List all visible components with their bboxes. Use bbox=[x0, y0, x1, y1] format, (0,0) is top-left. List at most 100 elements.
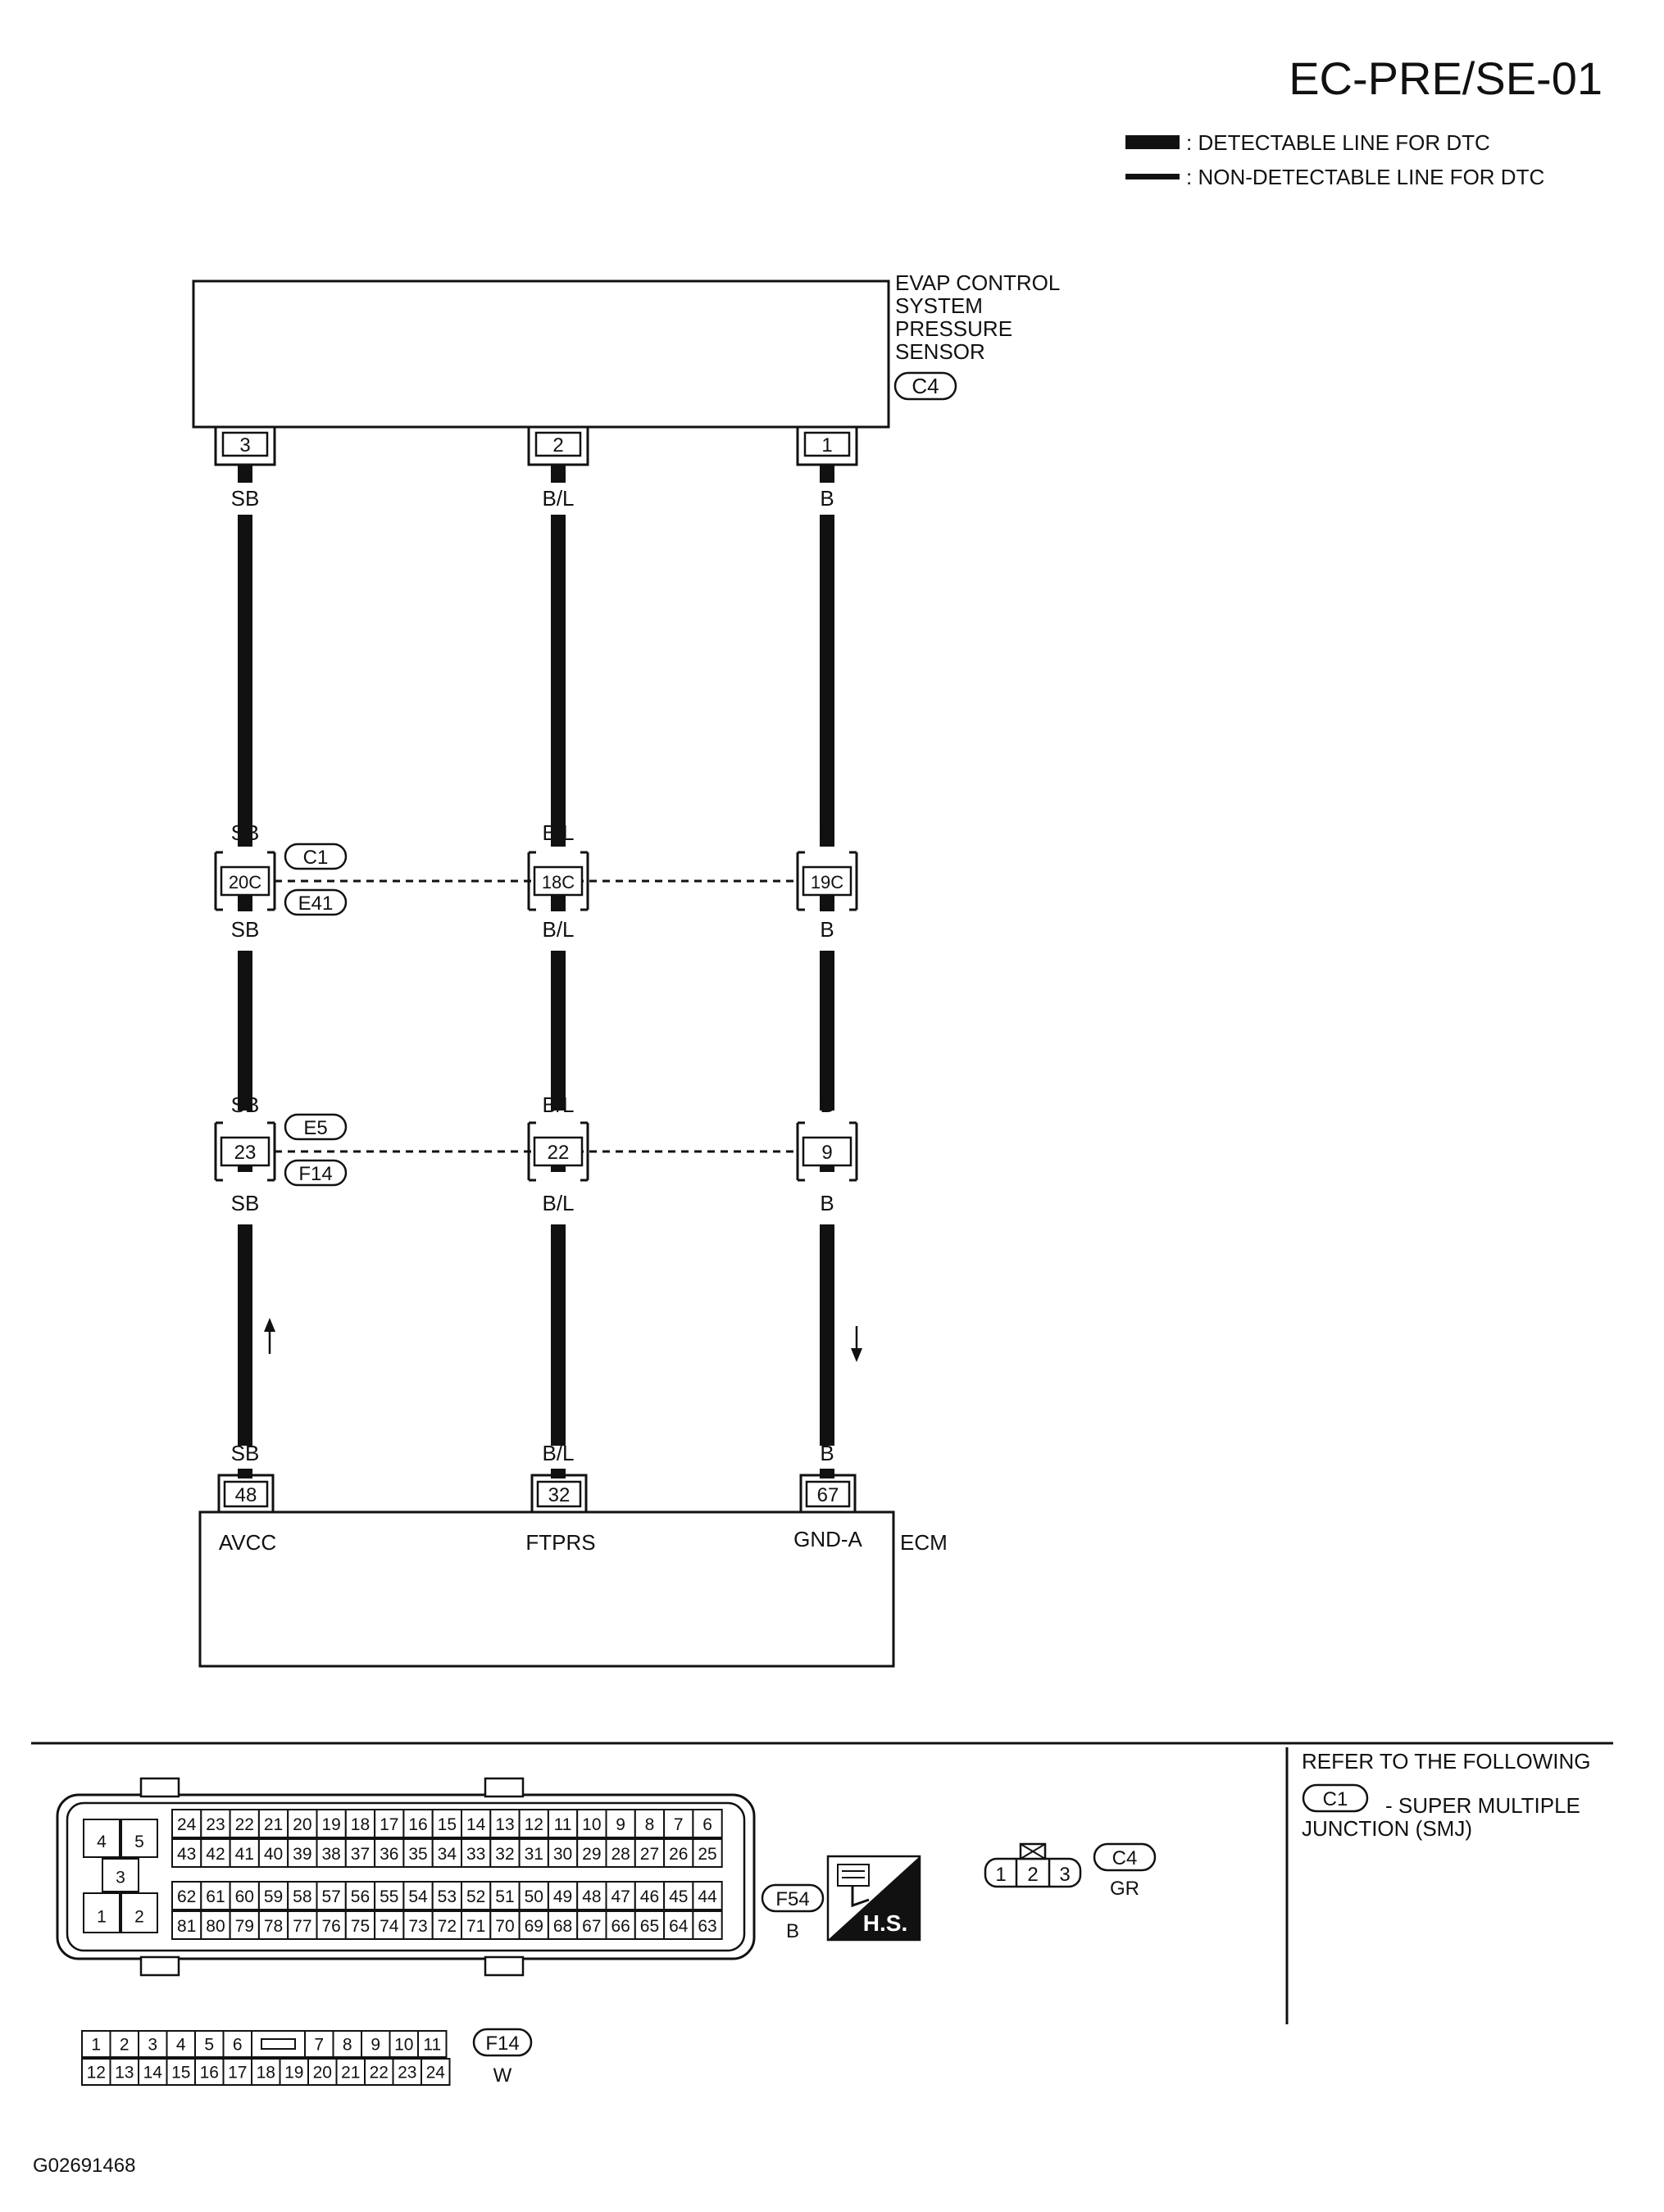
junction-mid-top-code: C1 bbox=[303, 847, 329, 869]
ecm-connector-code-badge bbox=[761, 1883, 825, 1913]
junction-low-bottom-badge bbox=[284, 1159, 348, 1187]
f14-key-slot bbox=[251, 2030, 306, 2058]
refer-panel-heading: REFER TO THE FOLLOWING bbox=[1302, 1749, 1591, 1774]
f14-pin-5: 5 bbox=[204, 2036, 214, 2055]
ecm-pin-71: 71 bbox=[466, 1917, 485, 1936]
f14-pin-24: 24 bbox=[426, 2064, 446, 2083]
ecm-pin-64: 64 bbox=[669, 1917, 689, 1936]
junction-low-pin-bl: 22 bbox=[527, 1121, 589, 1182]
wire-sb-color-4: SB bbox=[231, 1092, 260, 1117]
f14-pin-20: 20 bbox=[313, 2064, 332, 2083]
ecm-pin-11: 11 bbox=[554, 1815, 572, 1834]
wire-b-color-4: B bbox=[820, 1092, 834, 1117]
ecm-pin-32-cell bbox=[489, 1838, 521, 1868]
ecm-pin-21: 21 bbox=[264, 1815, 283, 1834]
ecm-pin-71-cell bbox=[461, 1910, 492, 1940]
f14-pin-11: 11 bbox=[423, 2036, 441, 2055]
ecm-small-pin-4-cell bbox=[83, 1819, 120, 1858]
sensor-name-line-2: SYSTEM bbox=[895, 293, 983, 318]
ecm-pin-46: 46 bbox=[640, 1887, 659, 1906]
ecm-pin-65: 65 bbox=[640, 1917, 659, 1936]
ecm-pin-34: 34 bbox=[438, 1845, 457, 1864]
ecm-connector-face bbox=[56, 1777, 756, 1977]
ecm-pin-44: 44 bbox=[698, 1887, 717, 1906]
junction-low-top-code: E5 bbox=[303, 1117, 327, 1139]
ecm-pin-19-cell bbox=[316, 1809, 347, 1838]
ecm-pin-13: 13 bbox=[495, 1815, 514, 1834]
ecm-pin-67-cell bbox=[576, 1910, 607, 1940]
ecm-pin-72: 72 bbox=[438, 1917, 457, 1936]
ecm-pin-62: 62 bbox=[177, 1887, 196, 1906]
ecm-pin-67-label: 67 bbox=[817, 1484, 839, 1506]
sensor-pin-3: 3 bbox=[214, 427, 276, 466]
ecm-small-pin-2-cell bbox=[120, 1892, 158, 1933]
sensor-connector-code: C4 bbox=[1112, 1847, 1138, 1869]
wire-bl-color-3: B/L bbox=[542, 917, 574, 942]
ecm-label-ftprs: FTPRS bbox=[525, 1530, 595, 1555]
f14-pin-23: 23 bbox=[398, 2064, 416, 2083]
ecm-pin-36: 36 bbox=[380, 1845, 398, 1864]
junction-low-pin-sb: 23 bbox=[214, 1121, 276, 1182]
ecm-pin-24: 24 bbox=[177, 1815, 197, 1834]
ecm-pin-59: 59 bbox=[264, 1887, 283, 1906]
f14-key-slot-inner bbox=[261, 2038, 296, 2050]
ecm-pin-6: 6 bbox=[702, 1815, 712, 1834]
wire-sb-color-3: SB bbox=[231, 917, 260, 942]
ecm-pin-37: 37 bbox=[351, 1845, 370, 1864]
ecm-pin-40: 40 bbox=[264, 1845, 283, 1864]
ecm-label-gnd-a: GND-A bbox=[793, 1527, 862, 1551]
ecm-pin-39-cell bbox=[287, 1838, 318, 1868]
ecm-pin-21-cell bbox=[257, 1809, 289, 1838]
f14-pin-13-cell bbox=[109, 2058, 139, 2086]
wire-b bbox=[820, 465, 834, 1478]
ecm-pin-63-cell bbox=[692, 1910, 723, 1940]
f14-pin-16: 16 bbox=[200, 2064, 219, 2083]
ecm-pin-50: 50 bbox=[525, 1887, 543, 1906]
wire-sb bbox=[238, 465, 252, 1478]
sensor-pin-1-label: 1 bbox=[821, 434, 832, 456]
wire-sb-color-5: SB bbox=[231, 1191, 260, 1215]
ecm-pin-60-cell bbox=[229, 1881, 260, 1910]
ecm-connector-code: F54 bbox=[775, 1888, 809, 1910]
sensor-connector-pin-2: 2 bbox=[1027, 1864, 1038, 1886]
ecm-pin-68: 68 bbox=[553, 1917, 572, 1936]
ecm-pin-31: 31 bbox=[525, 1845, 543, 1864]
ecm-pin-41: 41 bbox=[235, 1845, 254, 1864]
ecm-pin-33-cell bbox=[461, 1838, 492, 1868]
ecm-pin-54-cell bbox=[402, 1881, 434, 1910]
sensor-pin-2-label: 2 bbox=[552, 434, 563, 456]
sensor-name-line-4: SENSOR bbox=[895, 339, 985, 364]
legend-non-detectable-label: : NON-DETECTABLE LINE FOR DTC bbox=[1186, 165, 1544, 189]
f14-connector-code-badge bbox=[472, 2028, 533, 2057]
ecm-pin-7: 7 bbox=[674, 1815, 684, 1834]
sensor-connector-face: 1 2 3 bbox=[984, 1842, 1082, 1888]
ecm-pin-61-cell bbox=[200, 1881, 231, 1910]
ecm-pin-30: 30 bbox=[553, 1845, 572, 1864]
ecm-pin-50-cell bbox=[518, 1881, 549, 1910]
f14-pin-1-cell bbox=[81, 2030, 111, 2058]
f14-pin-17-cell bbox=[222, 2058, 252, 2086]
ecm-pin-10-cell bbox=[576, 1809, 607, 1838]
sensor-connector-color: GR bbox=[1110, 1878, 1139, 1900]
hs-label: H.S. bbox=[863, 1910, 907, 1936]
ecm-pin-36-cell bbox=[374, 1838, 405, 1868]
ecm-pin-17: 17 bbox=[380, 1815, 398, 1834]
ecm-pin-27-cell bbox=[634, 1838, 666, 1868]
refer-item-code-badge bbox=[1302, 1783, 1369, 1813]
ecm-pin-79: 79 bbox=[235, 1917, 254, 1936]
ecm-pin-6-cell bbox=[692, 1809, 723, 1838]
wire-b-color-2: B bbox=[820, 820, 834, 845]
ecm-small-pin-3-cell bbox=[102, 1858, 139, 1892]
sensor-connector-pin-1: 1 bbox=[995, 1864, 1006, 1886]
ecm-pin-23-cell bbox=[200, 1809, 231, 1838]
wire-bl-color-5: B/L bbox=[542, 1191, 574, 1215]
ecm-pin-45-cell bbox=[663, 1881, 694, 1910]
f14-pin-1: 1 bbox=[91, 2036, 101, 2055]
ecm-pin-43: 43 bbox=[177, 1845, 196, 1864]
ecm-pin-78: 78 bbox=[264, 1917, 283, 1936]
wire-b-color-6: B bbox=[820, 1441, 834, 1465]
ecm-pin-81: 81 bbox=[177, 1917, 196, 1936]
ecm-pin-52-cell bbox=[461, 1881, 492, 1910]
ecm-pin-64-cell bbox=[663, 1910, 694, 1940]
ecm-pin-35: 35 bbox=[408, 1845, 427, 1864]
